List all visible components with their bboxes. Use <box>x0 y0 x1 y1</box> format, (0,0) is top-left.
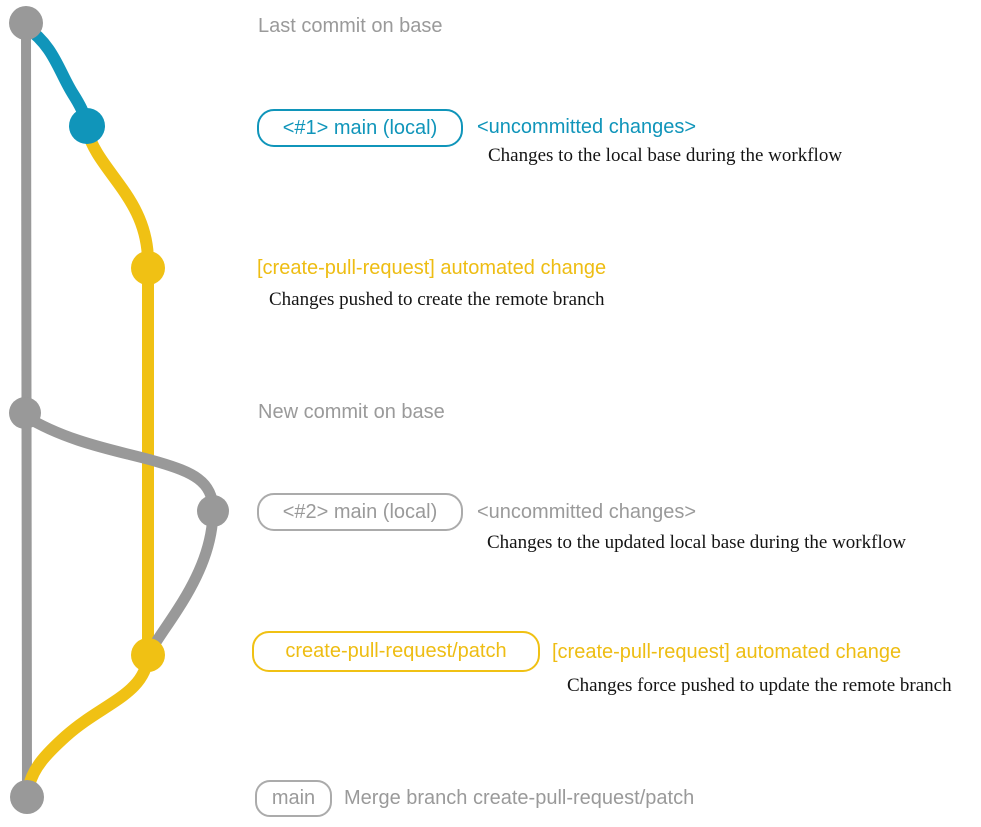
branch-tag-main-local-2-label: <#2> main (local) <box>282 500 438 523</box>
commit-dot-local-2 <box>197 495 229 527</box>
commit-dot-base-new <box>9 397 41 429</box>
label-merge-message: Merge branch create-pull-request/patch <box>344 787 695 809</box>
note-automated-change-1: Changes pushed to create the remote bran… <box>269 289 605 310</box>
note-uncommitted-changes-2: Changes to the updated local base during… <box>487 532 906 553</box>
commit-dot-local-1 <box>69 108 105 144</box>
label-uncommitted-changes-1: <uncommitted changes> <box>477 116 697 138</box>
branch-tag-patch-label: create-pull-request/patch <box>285 640 507 662</box>
branch-tag-main-local-2: <#2> main (local) <box>257 493 463 531</box>
commit-dot-base-tip <box>9 6 43 40</box>
branch-tag-main: main <box>255 780 332 817</box>
label-new-commit-on-base: New commit on base <box>258 401 445 423</box>
branch-tag-main-local-1-label: <#1> main (local) <box>282 116 438 139</box>
commit-dot-patch-1 <box>131 251 165 285</box>
commit-dot-merge <box>10 780 44 814</box>
branch-tag-main-local-1: <#1> main (local) <box>257 109 463 147</box>
patch-branch-line <box>23 124 154 792</box>
note-automated-change-2: Changes force pushed to update the remot… <box>567 675 952 696</box>
local-main-1-line <box>20 21 93 130</box>
label-automated-change-1: [create-pull-request] automated change <box>257 257 607 279</box>
branch-tag-patch: create-pull-request/patch <box>252 631 540 672</box>
label-automated-change-2: [create-pull-request] automated change <box>552 641 902 663</box>
branch-tag-main-label: main <box>271 787 316 809</box>
note-uncommitted-changes-1: Changes to the local base during the wor… <box>488 145 843 166</box>
label-uncommitted-changes-2: <uncommitted changes> <box>477 501 697 523</box>
commit-dot-patch-2 <box>131 638 165 672</box>
local-main-2-line <box>19 410 219 660</box>
label-last-commit-on-base: Last commit on base <box>258 15 443 37</box>
